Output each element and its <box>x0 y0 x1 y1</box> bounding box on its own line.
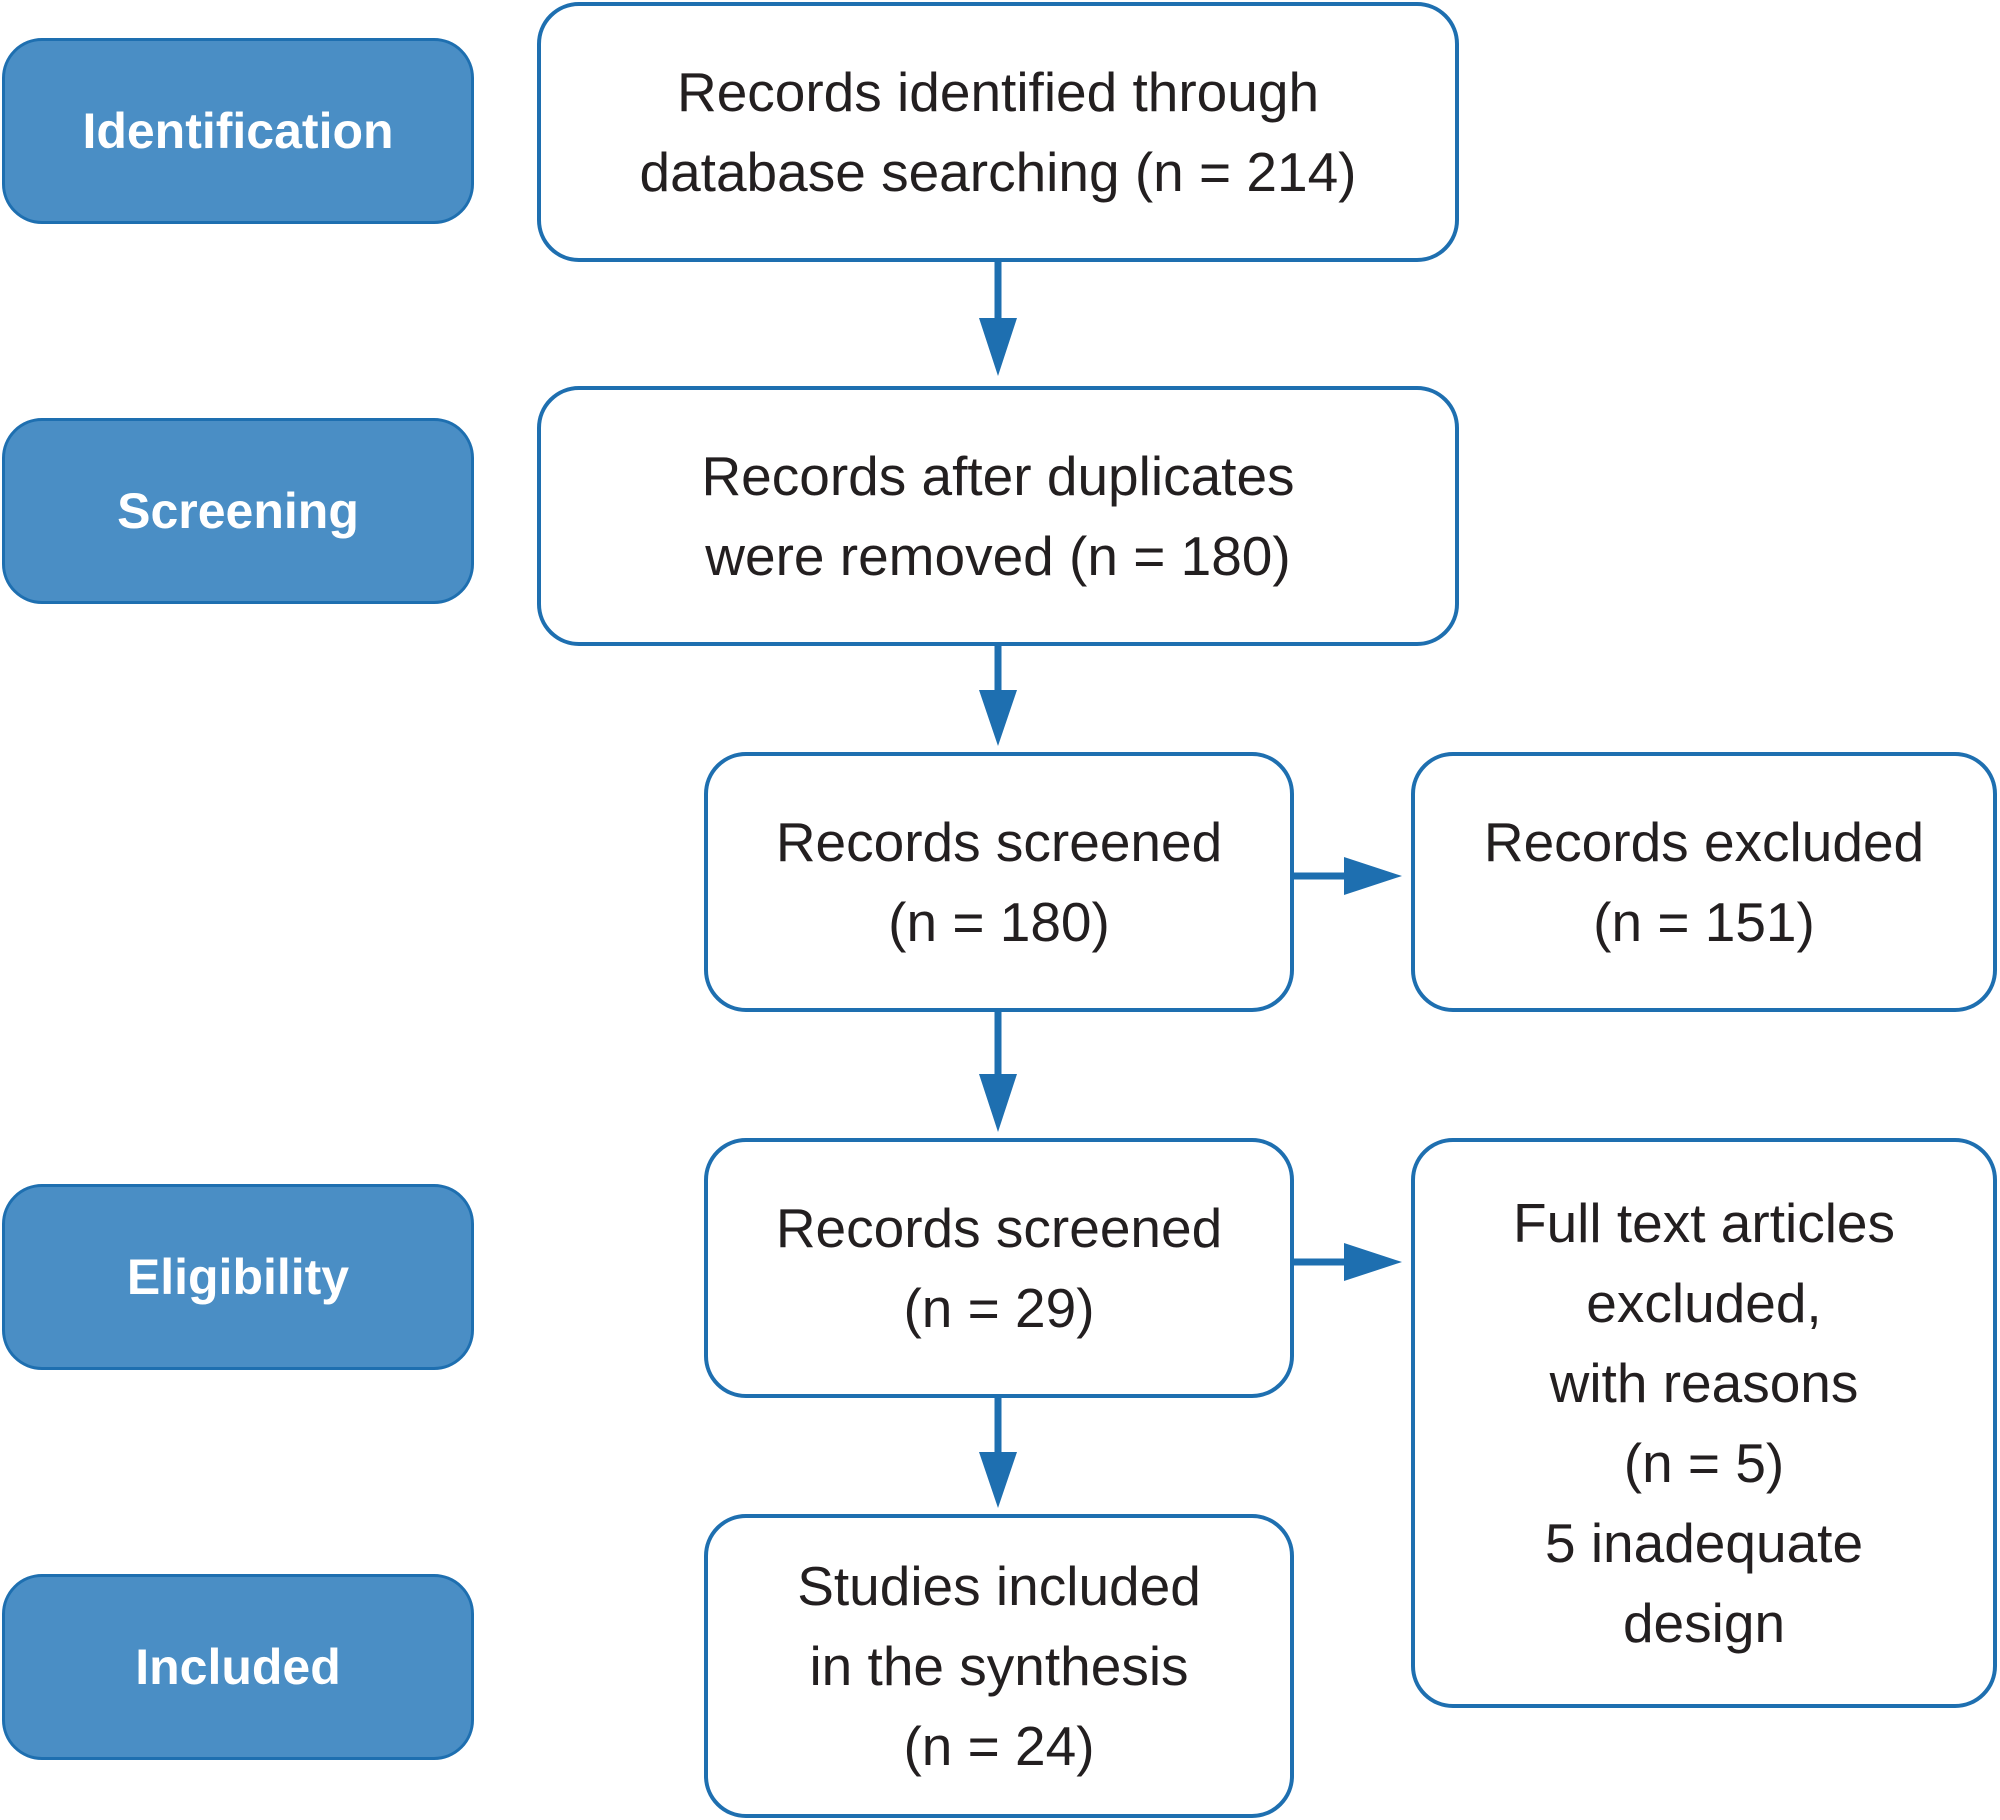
box-line: in the synthesis <box>809 1635 1189 1697</box>
stage-eligibility: Eligibility <box>2 1184 474 1370</box>
box-line: Records after duplicates <box>701 445 1295 507</box>
box-line: (n = 5) <box>1623 1432 1785 1494</box>
arrow-right-screened-to-excluded <box>1294 857 1402 895</box>
box-line: were removed (n = 180) <box>705 525 1291 587</box>
box-line: (n = 29) <box>903 1277 1095 1339</box>
box-line: Records identified through <box>676 61 1320 123</box>
stage-label: Identification <box>82 103 394 159</box>
box-studies-included: Studies included in the synthesis (n = 2… <box>704 1514 1294 1818</box>
stage-screening: Screening <box>2 418 474 604</box>
stage-label: Screening <box>117 483 359 539</box>
arrow-right-assessed-to-fulltext-excluded <box>1294 1243 1402 1281</box>
arrow-down-deduplicated-to-screened <box>979 646 1017 746</box>
stage-label: Eligibility <box>126 1249 350 1305</box>
box-records-identified: Records identified through database sear… <box>537 2 1459 262</box>
arrow-down-identified-to-deduplicated <box>979 262 1017 376</box>
arrow-down-screened-to-assessed <box>979 1012 1017 1132</box>
box-records-excluded: Records excluded (n = 151) <box>1411 752 1997 1012</box>
stage-identification: Identification <box>2 38 474 224</box>
box-line: 5 inadequate <box>1544 1512 1864 1574</box>
box-line: Records screened <box>775 811 1223 873</box>
box-line: (n = 24) <box>903 1715 1095 1777</box>
box-records-deduplicated: Records after duplicates were removed (n… <box>537 386 1459 646</box>
box-line: Records excluded <box>1483 811 1925 873</box>
box-records-assessed: Records screened (n = 29) <box>704 1138 1294 1398</box>
box-fulltext-excluded: Full text articles excluded, with reason… <box>1411 1138 1997 1708</box>
box-line: (n = 151) <box>1593 891 1815 953</box>
box-line: excluded, <box>1586 1272 1822 1334</box>
box-line: design <box>1622 1592 1786 1654</box>
box-line: with reasons <box>1549 1352 1859 1414</box>
box-line: Records screened <box>775 1197 1223 1259</box>
stage-included: Included <box>2 1574 474 1760</box>
box-line: Full text articles <box>1512 1192 1896 1254</box>
box-line: database searching (n = 214) <box>639 141 1357 203</box>
stage-label: Included <box>135 1639 341 1695</box>
box-line: (n = 180) <box>888 891 1110 953</box>
arrow-down-assessed-to-included <box>979 1398 1017 1508</box>
box-records-screened: Records screened (n = 180) <box>704 752 1294 1012</box>
box-line: Studies included <box>797 1555 1201 1617</box>
